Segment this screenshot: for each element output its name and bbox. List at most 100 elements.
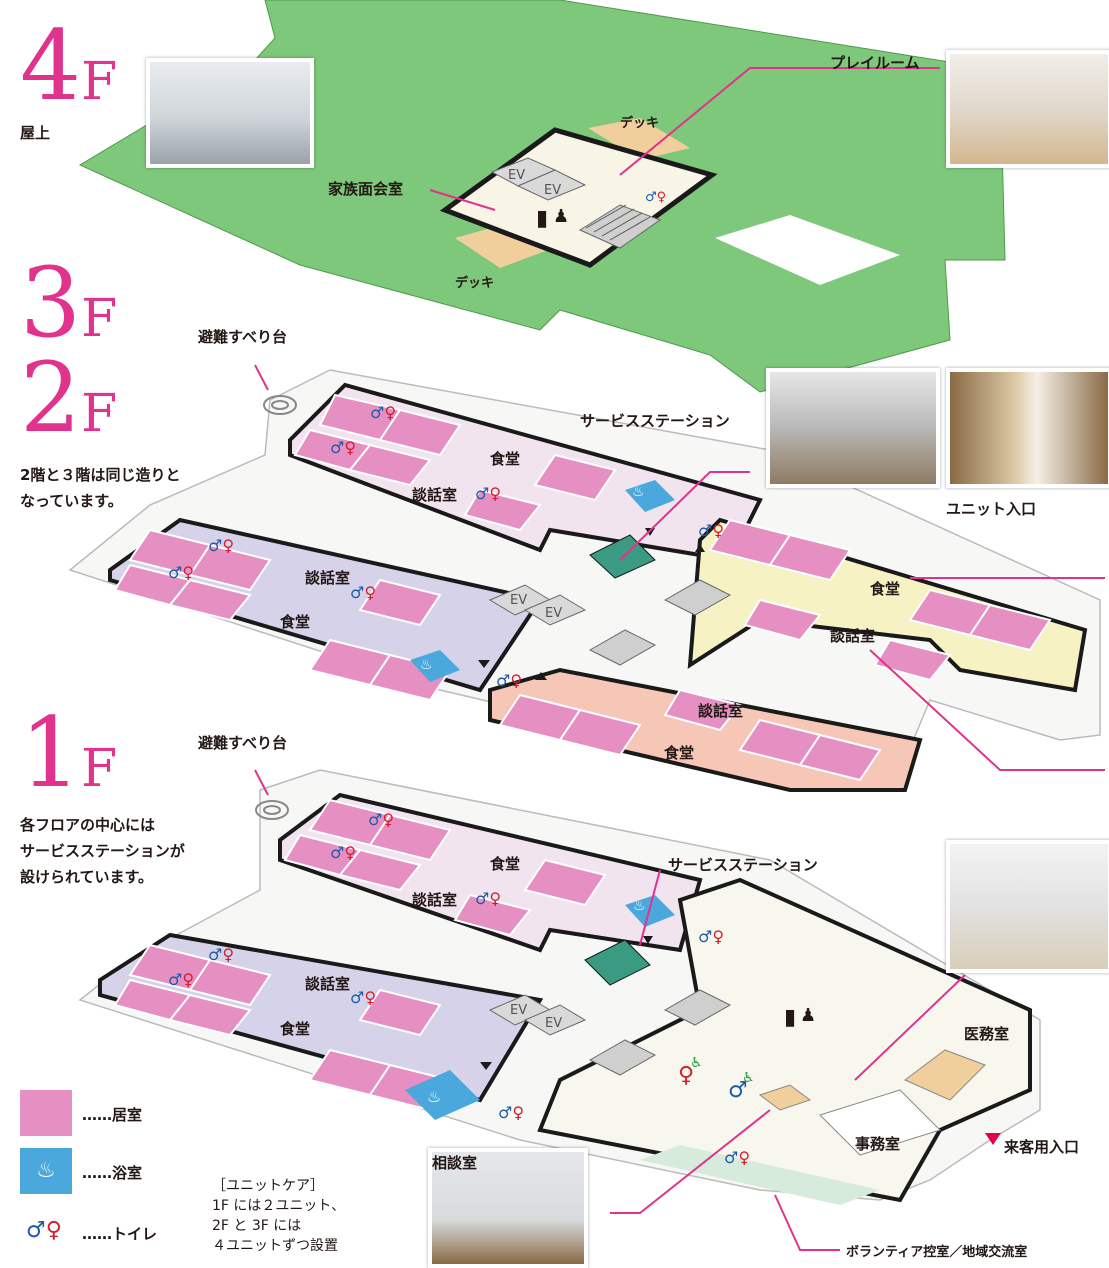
stairs-2f3f-b [588, 629, 657, 666]
label-consultation: 相談室 [432, 1154, 478, 1172]
label-lounge-2f-north: 談話室 [412, 486, 458, 504]
slide-2f3f [263, 395, 297, 415]
label-unit-entrance: ユニット入口 [946, 500, 1037, 518]
legend-room-label: ……居室 [82, 1106, 143, 1124]
legend-room-swatch [20, 1090, 72, 1136]
person-icon-1f: ♟ [800, 1005, 817, 1026]
label-ev-1f-a: EV [510, 1003, 528, 1018]
floor-2f-note: 2階と３階は同じ造りと なっています。 [20, 466, 181, 510]
label-ev-2f-b: EV [545, 606, 563, 621]
label-deck-north: デッキ [620, 116, 660, 131]
label-medical: 医務室 [964, 1025, 1010, 1043]
ev-1f-b [523, 1004, 587, 1036]
tower-4f [439, 127, 718, 268]
label-deck-south: デッキ [455, 276, 495, 291]
floor-1f-note: 各フロアの中心には サービスステーションが 設けられています。 [20, 816, 185, 886]
toilet-icon-2f-6: ♂♀ [350, 583, 377, 602]
bath-icon-2f-2: ♨ [420, 657, 433, 673]
wheelchair-icon-1: ♿ [690, 1055, 703, 1071]
leader-lines [254, 67, 1105, 1251]
toilet-icon-1f-9: ♂♀ [724, 1148, 751, 1167]
photo-consultation [428, 1148, 588, 1268]
toilet-icon-1f-7: ♂♀ [698, 927, 725, 946]
toilet-female-large-icon: ♀ [678, 1063, 695, 1088]
label-lounge-2f-south: 談話室 [698, 702, 744, 720]
label-dining-2f-west: 食堂 [280, 613, 311, 631]
vending-icon: ▮ [536, 206, 549, 231]
stairs-4f [578, 204, 662, 249]
label-volunteer-room: ボランティア控室／地域交流室 [846, 1245, 1028, 1260]
toilet-icon-2f-2: ♂♀ [330, 438, 357, 457]
label-lounge-2f-west: 談話室 [305, 569, 351, 587]
floor-2f-heading: 2F [20, 342, 118, 454]
label-dining-2f-east: 食堂 [870, 580, 901, 598]
stairs-1f-a [663, 989, 732, 1026]
photo-4f-hallway [146, 58, 314, 168]
stairs-1f-b [588, 1039, 657, 1076]
toilet-icon-2f-3: ♂♀ [475, 484, 502, 503]
legend-toilet-label: ……トイレ [82, 1225, 158, 1243]
unit-care-note: ［ユニットケア］ 1F には２ユニット、 2F と 3F には ４ユニットずつ設… [212, 1178, 346, 1254]
bath-icon-2f-1: ♨ [632, 484, 645, 500]
photo-playroom [946, 50, 1109, 168]
volunteer-room [640, 1145, 880, 1205]
floor-1f-heading: 1F [20, 697, 118, 809]
toilet-icon-2f-1: ♂♀ [370, 403, 397, 422]
medical-room [904, 1049, 986, 1101]
consult-room [758, 1084, 812, 1111]
label-service-station-2f: サービスステーション [580, 412, 730, 430]
label-slide-1f: 避難すべり台 [198, 734, 287, 752]
label-lounge-1f-north: 談話室 [412, 891, 458, 909]
toilet-icon-4f: ♂♀ [645, 190, 667, 205]
label-dining-2f-north: 食堂 [490, 450, 521, 468]
stairs-2f3f-a [663, 579, 732, 616]
deck-north [588, 118, 690, 160]
toilet-icon-1f-5: ♂♀ [168, 970, 195, 989]
toilet-icon-1f-6: ♂♀ [350, 988, 377, 1007]
bath-icon-1f-1: ♨ [633, 898, 646, 914]
photo-unit-entrance [946, 368, 1109, 488]
bath-2f3f-north [625, 480, 675, 512]
label-dining-2f-south: 食堂 [664, 744, 695, 762]
label-dining-1f-west: 食堂 [280, 1020, 311, 1038]
toilet-icon-1f-1: ♂♀ [368, 810, 395, 829]
toilet-icon: ♂♀ [26, 1218, 62, 1243]
floor-4f-heading: 4F [20, 10, 118, 122]
toilet-icon-2f-7: ♂♀ [698, 521, 725, 540]
roof-cutout-1 [715, 215, 900, 285]
toilet-icon-2f-8: ♂♀ [496, 671, 523, 690]
label-slide-2f: 避難すべり台 [198, 328, 287, 346]
label-visitor-entrance: 来客用入口 [1004, 1138, 1080, 1156]
legend-bath-label: ……浴室 [82, 1164, 143, 1182]
bath-1f-west [405, 1070, 480, 1120]
label-ev-4f-b: EV [544, 183, 562, 198]
label-office: 事務室 [855, 1135, 901, 1153]
label-lounge-1f-west: 談話室 [305, 975, 351, 993]
label-service-station-1f: サービスステーション [668, 856, 818, 874]
ev-2f3f-b [523, 594, 587, 626]
bath-2f3f-west [410, 650, 460, 682]
toilet-icon-1f-3: ♂♀ [475, 889, 502, 908]
toilet-icon-1f-8: ♂♀ [498, 1103, 525, 1122]
service-station-1f [584, 939, 651, 986]
toilet-icon-2f-5: ♂♀ [168, 563, 195, 582]
person-icon: ♟ [553, 206, 570, 227]
label-ev-2f-a: EV [510, 593, 528, 608]
office-room [819, 1089, 941, 1156]
label-family-room: 家族面会室 [328, 180, 404, 198]
toilet-male-large-icon: ♂ [728, 1078, 748, 1103]
vending-icon-1f: ▮ [784, 1005, 797, 1030]
bath-icon-1f-2: ♨ [427, 1087, 442, 1106]
photo-1f-lobby [946, 840, 1109, 973]
label-lounge-2f-east: 談話室 [830, 627, 876, 645]
visitor-entrance-marker [985, 1133, 1001, 1145]
floor-3f-heading: 3F [20, 247, 118, 359]
floor-1f [78, 769, 1041, 1205]
photo-service-station [766, 368, 940, 488]
label-dining-1f-north: 食堂 [490, 855, 521, 873]
floor-4f-sub: 屋上 [20, 124, 51, 142]
bath-icon: ♨ [20, 1148, 72, 1194]
ev-box-2 [516, 169, 587, 201]
toilet-icon-2f-4: ♂♀ [208, 536, 235, 555]
label-playroom: プレイルーム [830, 54, 920, 72]
